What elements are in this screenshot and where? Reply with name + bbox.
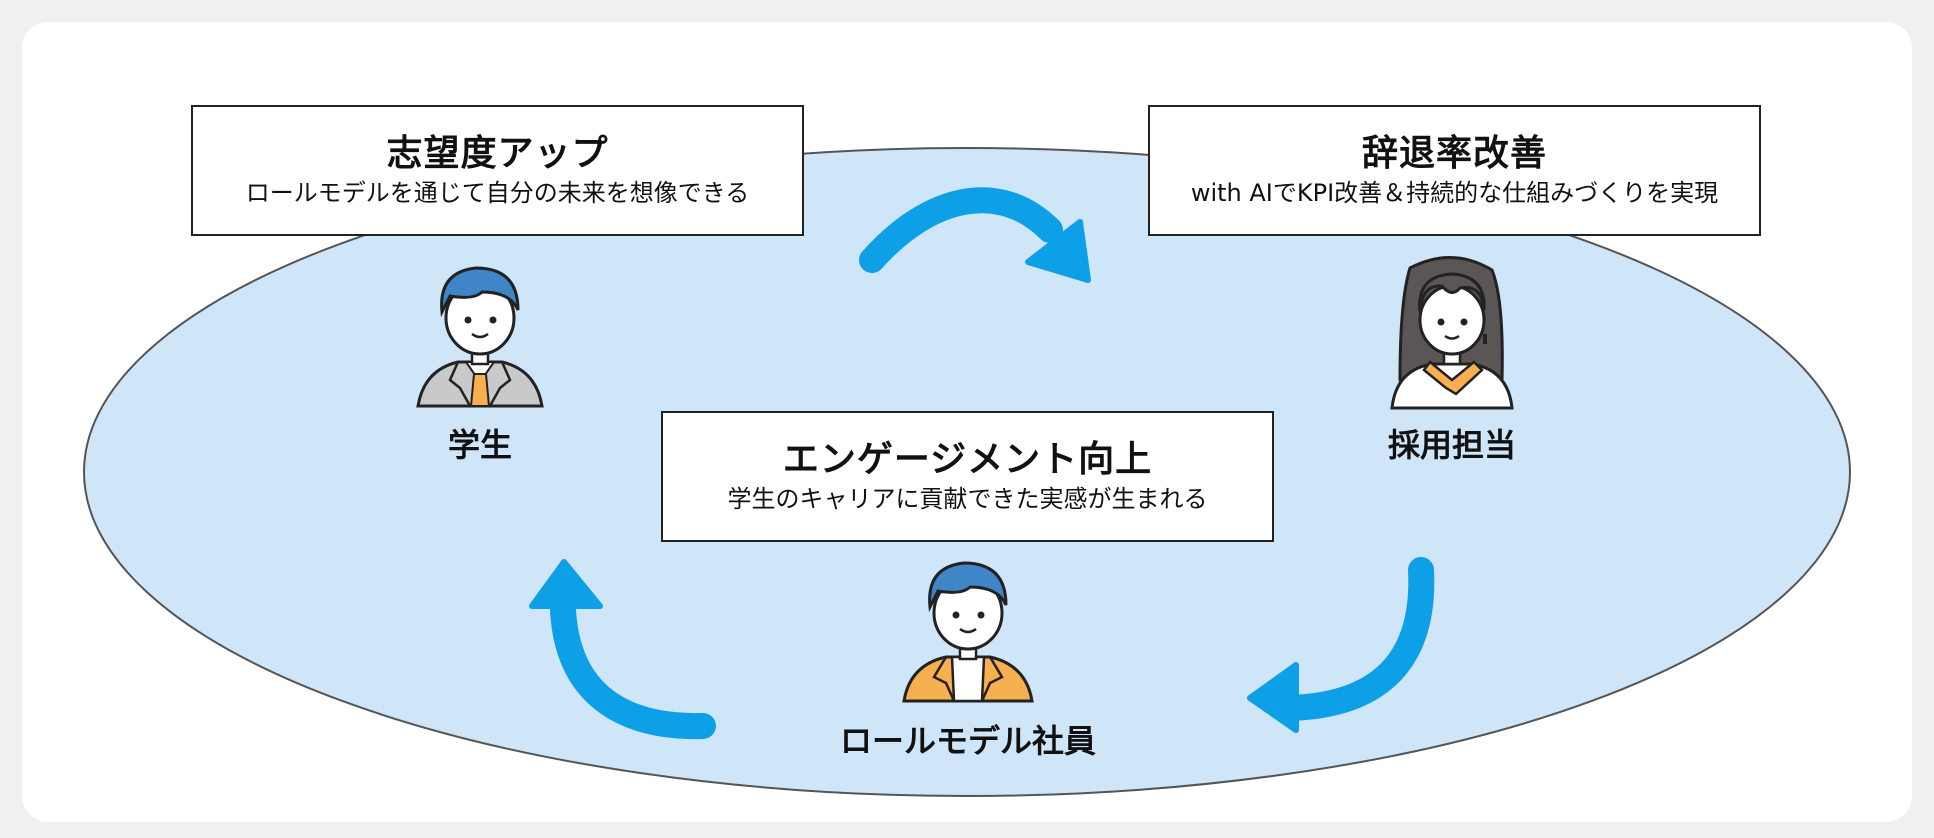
card-title: 志望度アップ xyxy=(386,132,609,174)
actor-label-recruiter: 採用担当 xyxy=(1387,426,1516,464)
curved-arrow-icon xyxy=(859,187,1091,283)
curved-arrow-icon xyxy=(529,559,716,740)
student-person-icon xyxy=(416,266,544,408)
recruiter-person-icon xyxy=(1390,256,1514,410)
actor-label-student: 学生 xyxy=(447,426,512,464)
actor-label-role-model: ロールモデル社員 xyxy=(839,722,1096,760)
card-title: 辞退率改善 xyxy=(1361,132,1547,174)
card-aspiration-up: 志望度アップ ロールモデルを通じて自分の未来を想像できる xyxy=(191,105,804,236)
card-subtitle: with AIでKPI改善＆持続的な仕組みづくりを実現 xyxy=(1190,178,1719,207)
card-title: エンゲージメント向上 xyxy=(782,438,1153,480)
role-model-person-icon xyxy=(902,561,1034,703)
card-subtitle: ロールモデルを通じて自分の未来を想像できる xyxy=(245,178,750,207)
card-decline-rate-improvement: 辞退率改善 with AIでKPI改善＆持続的な仕組みづくりを実現 xyxy=(1148,105,1761,236)
curved-arrow-icon xyxy=(1247,557,1435,733)
card-engagement-up: エンゲージメント向上 学生のキャリアに貢献できた実感が生まれる xyxy=(661,411,1274,542)
card-subtitle: 学生のキャリアに貢献できた実感が生まれる xyxy=(727,484,1208,513)
